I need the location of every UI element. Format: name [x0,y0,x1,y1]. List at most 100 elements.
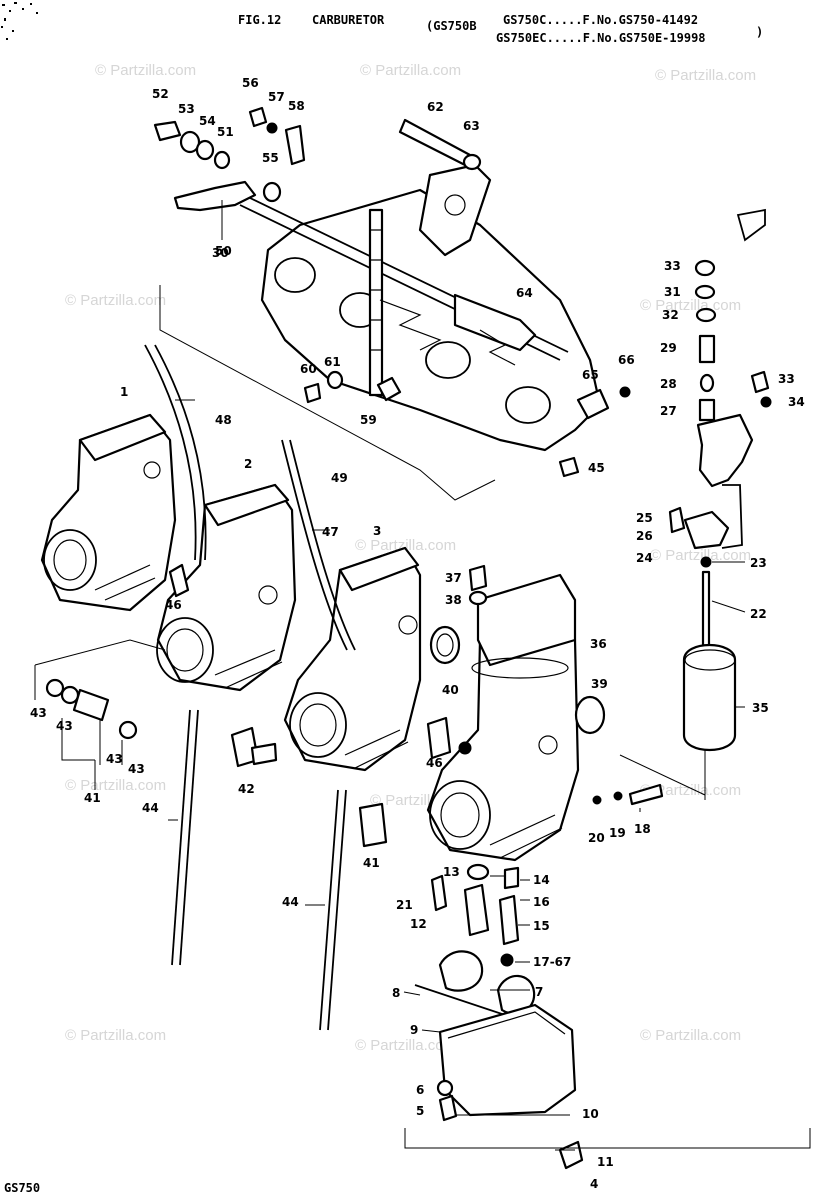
watermark: © Partzilla.com [360,62,461,79]
callout-8: 8 [392,986,400,1000]
callout-55: 55 [262,151,279,165]
callout-33-right: 33 [778,372,795,386]
callout-6: 6 [416,1083,424,1097]
callout-47: 47 [322,525,339,539]
group-bracket-49 [159,285,496,501]
carburetor-bodies [40,413,580,862]
watermark: © Partzilla.com [655,67,756,84]
callout-27: 27 [660,404,677,418]
callout-42: 42 [238,782,255,796]
watermark: © Partzilla.com [65,777,166,794]
callout-21: 21 [396,898,413,912]
callout-18: 18 [634,822,651,836]
fittings [45,563,606,848]
callout-41-center: 41 [363,856,380,870]
callout-12: 12 [410,917,427,931]
callout-7: 7 [535,985,543,999]
callout-41-left: 41 [84,791,101,805]
callout-64: 64 [516,286,533,300]
callout-38: 38 [445,593,462,607]
callout-29: 29 [660,341,677,355]
callout-3: 3 [373,524,381,538]
callout-65: 65 [582,368,599,382]
scan-noise [1,2,38,40]
callout-30: 30 [212,246,229,260]
figure-title: CARBURETOR [312,13,385,27]
callout-45: 45 [588,461,605,475]
callout-35: 35 [752,701,769,715]
float-bowl-group [414,863,584,1170]
callout-54: 54 [199,114,216,128]
watermark: © Partzilla.com [355,1037,456,1054]
model-left: (GS750B [426,19,477,33]
callout-44-left: 44 [142,801,159,815]
serial-line-2: GS750EC.....F.No.GS750E-19998 [496,31,706,45]
callout-49: 49 [331,471,348,485]
callout-51: 51 [217,125,234,139]
callout-57: 57 [268,90,285,104]
callout-28: 28 [660,377,677,391]
diagram-header: FIG.12 CARBURETOR (GS750B GS750C.....F.N… [238,13,763,45]
manifold-assembly [153,106,631,478]
watermark: © Partzilla.com [95,62,196,79]
callout-62: 62 [427,100,444,114]
callout-53: 53 [178,102,195,116]
callout-44-center: 44 [282,895,299,909]
callout-4: 4 [590,1177,598,1191]
watermark: © Partzilla.com [355,537,456,554]
callout-36: 36 [590,637,607,651]
watermark: © Partzilla.com [65,292,166,309]
diagram-footer: GS750 [4,1181,40,1195]
leader-lines [34,200,811,1151]
callout-61: 61 [324,355,341,369]
callout-37: 37 [445,571,462,585]
callout-58: 58 [288,99,305,113]
callout-22: 22 [750,607,767,621]
needle-valve-group [592,208,772,806]
callout-50: 50 [215,244,232,258]
header-close-paren: ) [756,25,763,39]
callout-46-center: 46 [426,756,443,770]
watermark: © Partzilla.com [640,1027,741,1044]
callout-63: 63 [463,119,480,133]
callouts: 1 2 3 4 5 6 7 8 9 10 11 12 13 14 15 16 1… [30,76,805,1191]
callout-52: 52 [152,87,169,101]
callout-15: 15 [533,919,550,933]
callout-1: 1 [120,385,128,399]
callout-25: 25 [636,511,653,525]
callout-48: 48 [215,413,232,427]
callout-66: 66 [618,353,635,367]
hoses [144,344,356,1031]
callout-31: 31 [664,285,681,299]
callout-26: 26 [636,529,653,543]
callout-5: 5 [416,1104,424,1118]
callout-19: 19 [609,826,626,840]
callout-20: 20 [588,831,605,845]
callout-24: 24 [636,551,653,565]
callout-14: 14 [533,873,550,887]
callout-9: 9 [410,1023,418,1037]
callout-40: 40 [442,683,459,697]
callout-33-top: 33 [664,259,681,273]
callout-46-left: 46 [165,598,182,612]
watermark: © Partzilla.com [65,1027,166,1044]
watermark: © Partzilla.com [640,297,741,314]
callout-13: 13 [443,865,460,879]
callout-43: 43 [56,719,73,733]
callout-60: 60 [300,362,317,376]
callout-39: 39 [591,677,608,691]
callout-11: 11 [597,1155,614,1169]
callout-43: 43 [128,762,145,776]
watermark: © Partzilla.com [650,547,751,564]
callout-32: 32 [662,308,679,322]
callout-17-67: 17-67 [533,955,571,969]
callout-10: 10 [582,1107,599,1121]
figure-number: FIG.12 [238,13,281,27]
callout-34: 34 [788,395,805,409]
callout-16: 16 [533,895,550,909]
callout-23: 23 [750,556,767,570]
callout-43: 43 [106,752,123,766]
callout-43: 43 [30,706,47,720]
serial-line-1: GS750C.....F.No.GS750-41492 [503,13,698,27]
